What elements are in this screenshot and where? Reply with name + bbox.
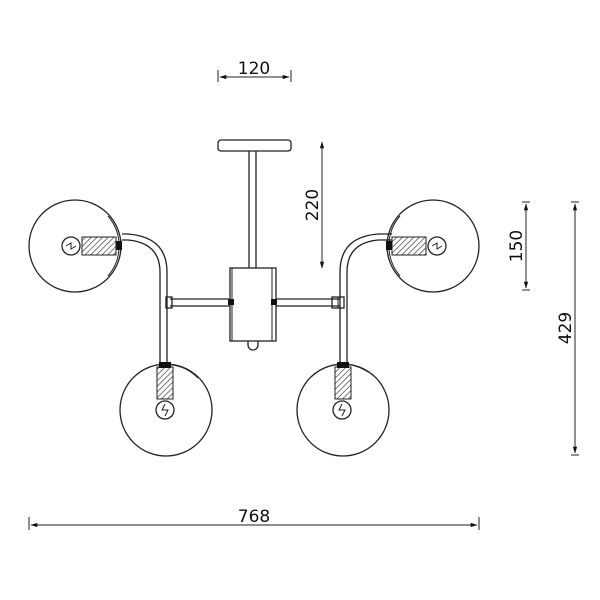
dimension-canopy-width: 120 <box>217 59 292 82</box>
globe-upper-left <box>28 199 122 293</box>
dimension-drop-height: 220 <box>303 141 325 269</box>
stem-rod <box>248 151 257 268</box>
dimension-label-overall-width: 768 <box>238 507 270 527</box>
globe-lower-right <box>296 362 390 457</box>
dimension-shade-height: 150 <box>507 201 530 291</box>
canopy <box>217 139 292 152</box>
right-arm <box>339 233 392 362</box>
dimension-label-drop-height: 220 <box>303 189 323 221</box>
horizontal-arm <box>165 296 345 309</box>
central-hub <box>228 267 277 351</box>
dimension-label-canopy-width: 120 <box>238 59 270 79</box>
dimension-overall-width: 768 <box>28 507 480 530</box>
globe-upper-right <box>386 199 480 293</box>
globe-lower-left <box>119 362 213 457</box>
dimension-label-overall-height: 429 <box>556 312 576 344</box>
left-arm <box>122 233 168 362</box>
dimension-overall-height: 429 <box>556 201 579 456</box>
dimension-label-shade-height: 150 <box>507 230 527 262</box>
